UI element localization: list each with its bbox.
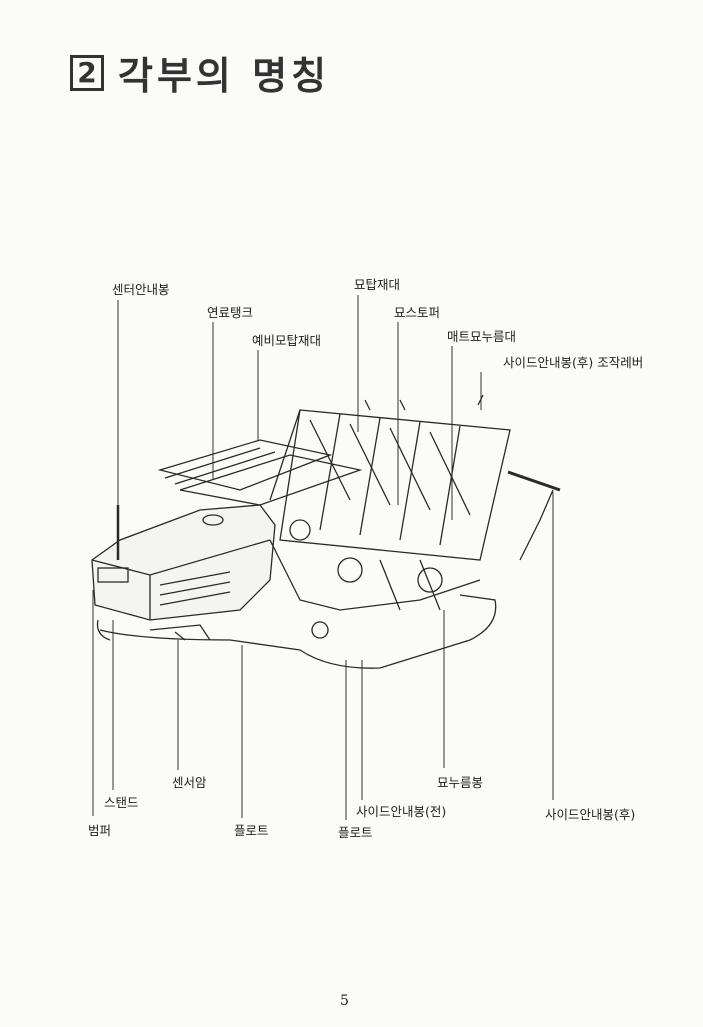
label-spare-seedling-stand: 예비모탑재대 [252,333,322,348]
label-stand: 스탠드 [104,795,139,810]
section-number: 2 [70,54,104,91]
label-float-left: 플로트 [234,823,269,838]
label-side-guide-rear-lever: 사이드안내봉(후) 조작레버 [503,355,644,370]
label-seedling-press-rod: 묘누름봉 [437,775,484,790]
label-float-center: 플로트 [338,825,373,840]
leader-lines [92,295,554,820]
label-center-guide-rod: 센터안내봉 [112,282,170,297]
label-side-guide-rear: 사이드안내봉(후) [545,807,636,822]
label-bumper: 범퍼 [88,823,112,838]
label-mat-seedling-holder: 매트묘누름대 [447,329,517,344]
label-seedling-stopper: 묘스토퍼 [394,305,441,320]
section-title: 각부의 명칭 [118,54,331,98]
machine-sketch [91,394,561,669]
page-number: 5 [340,993,349,1009]
section-heading: 2 각부의 명칭 [70,45,330,100]
label-sensor-arm: 센서암 [172,775,207,790]
label-seedling-stand: 묘탑재대 [354,277,401,292]
label-side-guide-front: 사이드안내봉(전) [356,804,447,819]
label-fuel-tank: 연료탱크 [207,305,254,320]
